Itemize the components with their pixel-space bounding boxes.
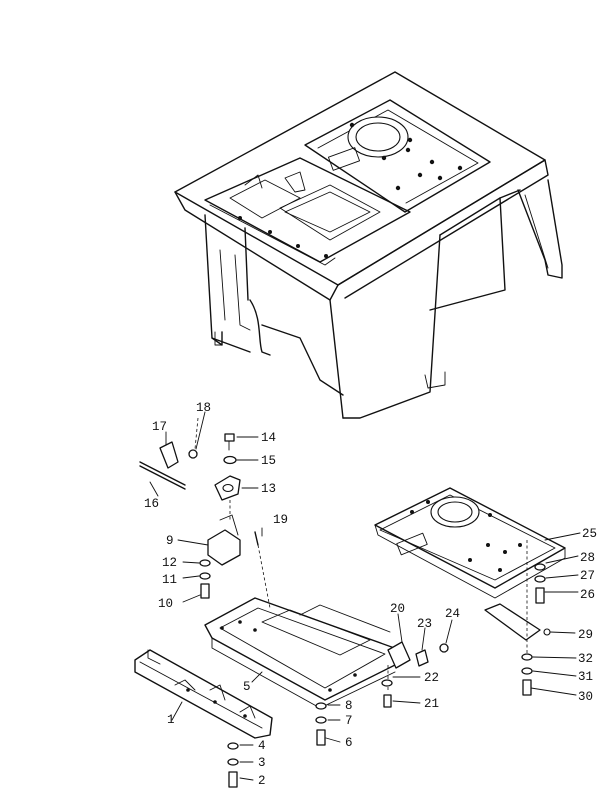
bolt-26 bbox=[535, 587, 545, 604]
label-27: 27 bbox=[580, 569, 595, 583]
label-30: 30 bbox=[578, 690, 593, 704]
cab-frame-assembly bbox=[174, 71, 563, 419]
bolt-21 bbox=[383, 694, 392, 708]
label-32: 32 bbox=[578, 652, 593, 666]
bolt-24 bbox=[439, 643, 449, 653]
label-3: 3 bbox=[258, 756, 266, 770]
leader-lines bbox=[149, 411, 581, 781]
washer-4 bbox=[227, 742, 239, 750]
label-5: 5 bbox=[243, 680, 251, 694]
bolt-30 bbox=[522, 679, 532, 696]
label-14: 14 bbox=[261, 431, 276, 445]
washer-32 bbox=[521, 653, 533, 661]
bracket-13 bbox=[214, 475, 241, 501]
label-21: 21 bbox=[424, 697, 439, 711]
washer-12 bbox=[199, 559, 211, 567]
label-9: 9 bbox=[166, 534, 174, 548]
bracket-20 bbox=[387, 641, 411, 690]
pin-19 bbox=[254, 531, 271, 609]
label-29: 29 bbox=[578, 628, 593, 642]
label-26: 26 bbox=[580, 588, 595, 602]
label-11: 11 bbox=[162, 573, 177, 587]
right-plate-25 bbox=[374, 487, 566, 599]
washer-8 bbox=[315, 702, 327, 710]
label-18: 18 bbox=[196, 401, 211, 415]
label-2: 2 bbox=[258, 774, 266, 788]
label-16: 16 bbox=[144, 497, 159, 511]
label-23: 23 bbox=[417, 617, 432, 631]
bolt-2 bbox=[228, 771, 238, 788]
floor-plate-5 bbox=[204, 597, 401, 709]
label-6: 6 bbox=[345, 736, 353, 750]
clamp-23 bbox=[415, 649, 429, 667]
bracket-rail-1 bbox=[134, 649, 273, 739]
label-28: 28 bbox=[580, 551, 595, 565]
washer-11 bbox=[199, 572, 211, 580]
bolt-14 bbox=[224, 433, 235, 451]
label-1: 1 bbox=[167, 713, 175, 727]
label-4: 4 bbox=[258, 739, 266, 753]
label-25: 25 bbox=[582, 527, 597, 541]
label-15: 15 bbox=[261, 454, 276, 468]
label-20: 20 bbox=[390, 602, 405, 616]
label-17: 17 bbox=[152, 420, 167, 434]
label-13: 13 bbox=[261, 482, 276, 496]
washer-28 bbox=[534, 563, 546, 571]
washer-27 bbox=[534, 575, 546, 583]
label-7: 7 bbox=[345, 714, 353, 728]
part-labels: 1 2 3 4 5 6 7 8 9 10 11 12 13 14 15 16 1… bbox=[144, 401, 597, 788]
washer-7 bbox=[315, 716, 327, 724]
rod-16 bbox=[139, 461, 186, 490]
lever-block-9 bbox=[207, 500, 241, 566]
washer-31 bbox=[521, 667, 533, 675]
label-12: 12 bbox=[162, 556, 177, 570]
washer-15 bbox=[223, 455, 237, 465]
bolt-6 bbox=[316, 729, 326, 746]
label-31: 31 bbox=[578, 670, 593, 684]
bolt-18 bbox=[188, 417, 199, 459]
label-10: 10 bbox=[158, 597, 173, 611]
label-24: 24 bbox=[445, 607, 460, 621]
washer-22 bbox=[381, 679, 393, 687]
label-19: 19 bbox=[273, 513, 288, 527]
washer-3 bbox=[227, 758, 239, 766]
bracket-17 bbox=[159, 441, 179, 469]
bracket-29 bbox=[484, 603, 551, 641]
label-8: 8 bbox=[345, 699, 353, 713]
label-22: 22 bbox=[424, 671, 439, 685]
bolt-10 bbox=[200, 583, 210, 599]
